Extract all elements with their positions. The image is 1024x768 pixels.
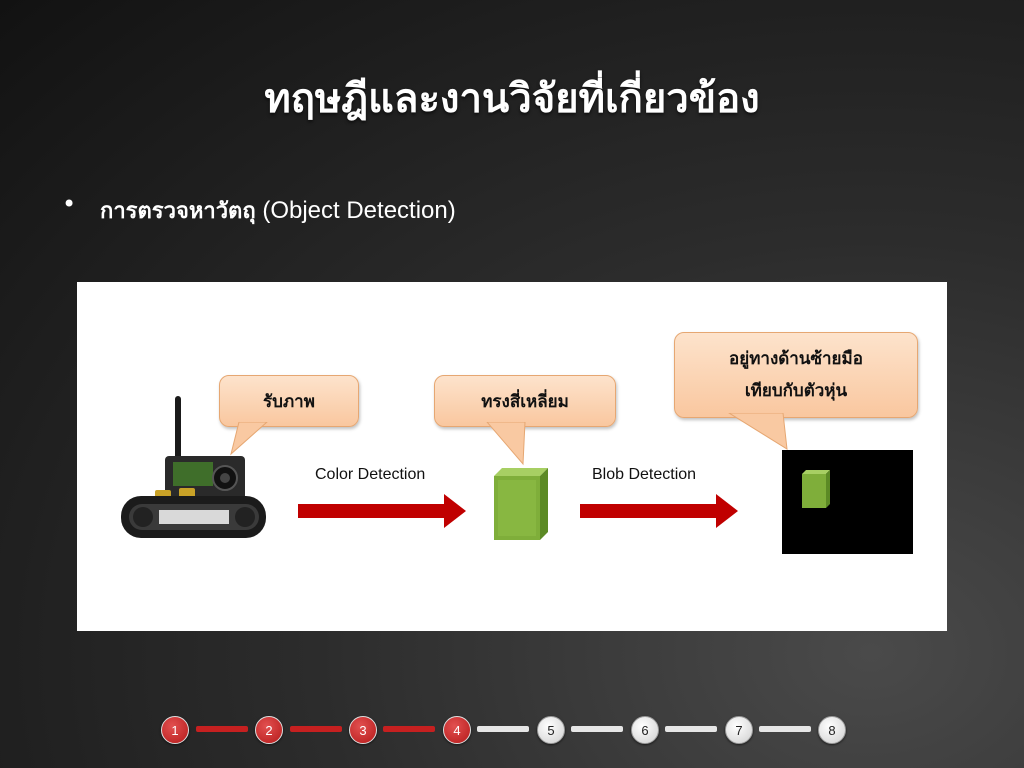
callout-shape: ทรงสี่เหลี่ยม bbox=[434, 375, 616, 427]
progress-step-8[interactable]: 8 bbox=[818, 716, 846, 744]
callout-position-tail bbox=[728, 413, 788, 450]
progress-segment-4 bbox=[477, 726, 529, 732]
progress-step-4[interactable]: 4 bbox=[443, 716, 471, 744]
progress-step-2[interactable]: 2 bbox=[255, 716, 283, 744]
progress-step-7[interactable]: 7 bbox=[725, 716, 753, 744]
callout-capture-text: รับภาพ bbox=[263, 391, 315, 412]
progress-step-3[interactable]: 3 bbox=[349, 716, 377, 744]
robot-image bbox=[121, 396, 266, 538]
progress-segment-3 bbox=[383, 726, 435, 732]
progress-segment-1 bbox=[196, 726, 248, 732]
label-blob-detection: Blob Detection bbox=[592, 466, 697, 483]
callout-position-line2: เทียบกับตัวหุ่น bbox=[744, 381, 848, 401]
label-color-detection: Color Detection bbox=[315, 466, 426, 483]
callout-shape-text: ทรงสี่เหลี่ยม bbox=[481, 391, 569, 412]
bullet-marker: • bbox=[62, 190, 77, 218]
progress-segment-6 bbox=[665, 726, 717, 732]
callout-shape-tail bbox=[486, 422, 526, 466]
callout-position: อยู่ทางด้านซ้ายมือ เทียบกับตัวหุ่น bbox=[674, 332, 918, 418]
bullet-english-text: (Object Detection) bbox=[262, 197, 456, 224]
detected-blob bbox=[802, 470, 830, 508]
progress-segment-7 bbox=[759, 726, 811, 732]
arrow-blob-detection bbox=[580, 494, 738, 528]
blob-result-image bbox=[782, 450, 913, 554]
progress-step-6[interactable]: 6 bbox=[631, 716, 659, 744]
green-box-object bbox=[494, 468, 548, 540]
callout-capture-tail bbox=[230, 422, 268, 456]
bullet-thai-text: การตรวจหาวัตถุ bbox=[100, 199, 256, 224]
callout-position-line1: อยู่ทางด้านซ้ายมือ bbox=[729, 349, 863, 369]
progress-step-5[interactable]: 5 bbox=[537, 716, 565, 744]
bullet-text: การตรวจหาวัตถุ (Object Detection) bbox=[100, 193, 456, 228]
progress-step-1[interactable]: 1 bbox=[161, 716, 189, 744]
arrow-color-detection bbox=[298, 494, 466, 528]
slide-title: ทฤษฎีและงานวิจัยที่เกี่ยวข้อง bbox=[264, 76, 760, 122]
callout-capture: รับภาพ bbox=[219, 375, 359, 427]
progress-segment-5 bbox=[571, 726, 623, 732]
slide-progress: 1 2 3 4 5 6 7 8 bbox=[0, 716, 1024, 744]
diagram-panel: รับภาพ ทรงสี่เหลี่ยม อยู่ทางด้านซ้ายมือ … bbox=[77, 282, 947, 631]
progress-segment-2 bbox=[290, 726, 342, 732]
